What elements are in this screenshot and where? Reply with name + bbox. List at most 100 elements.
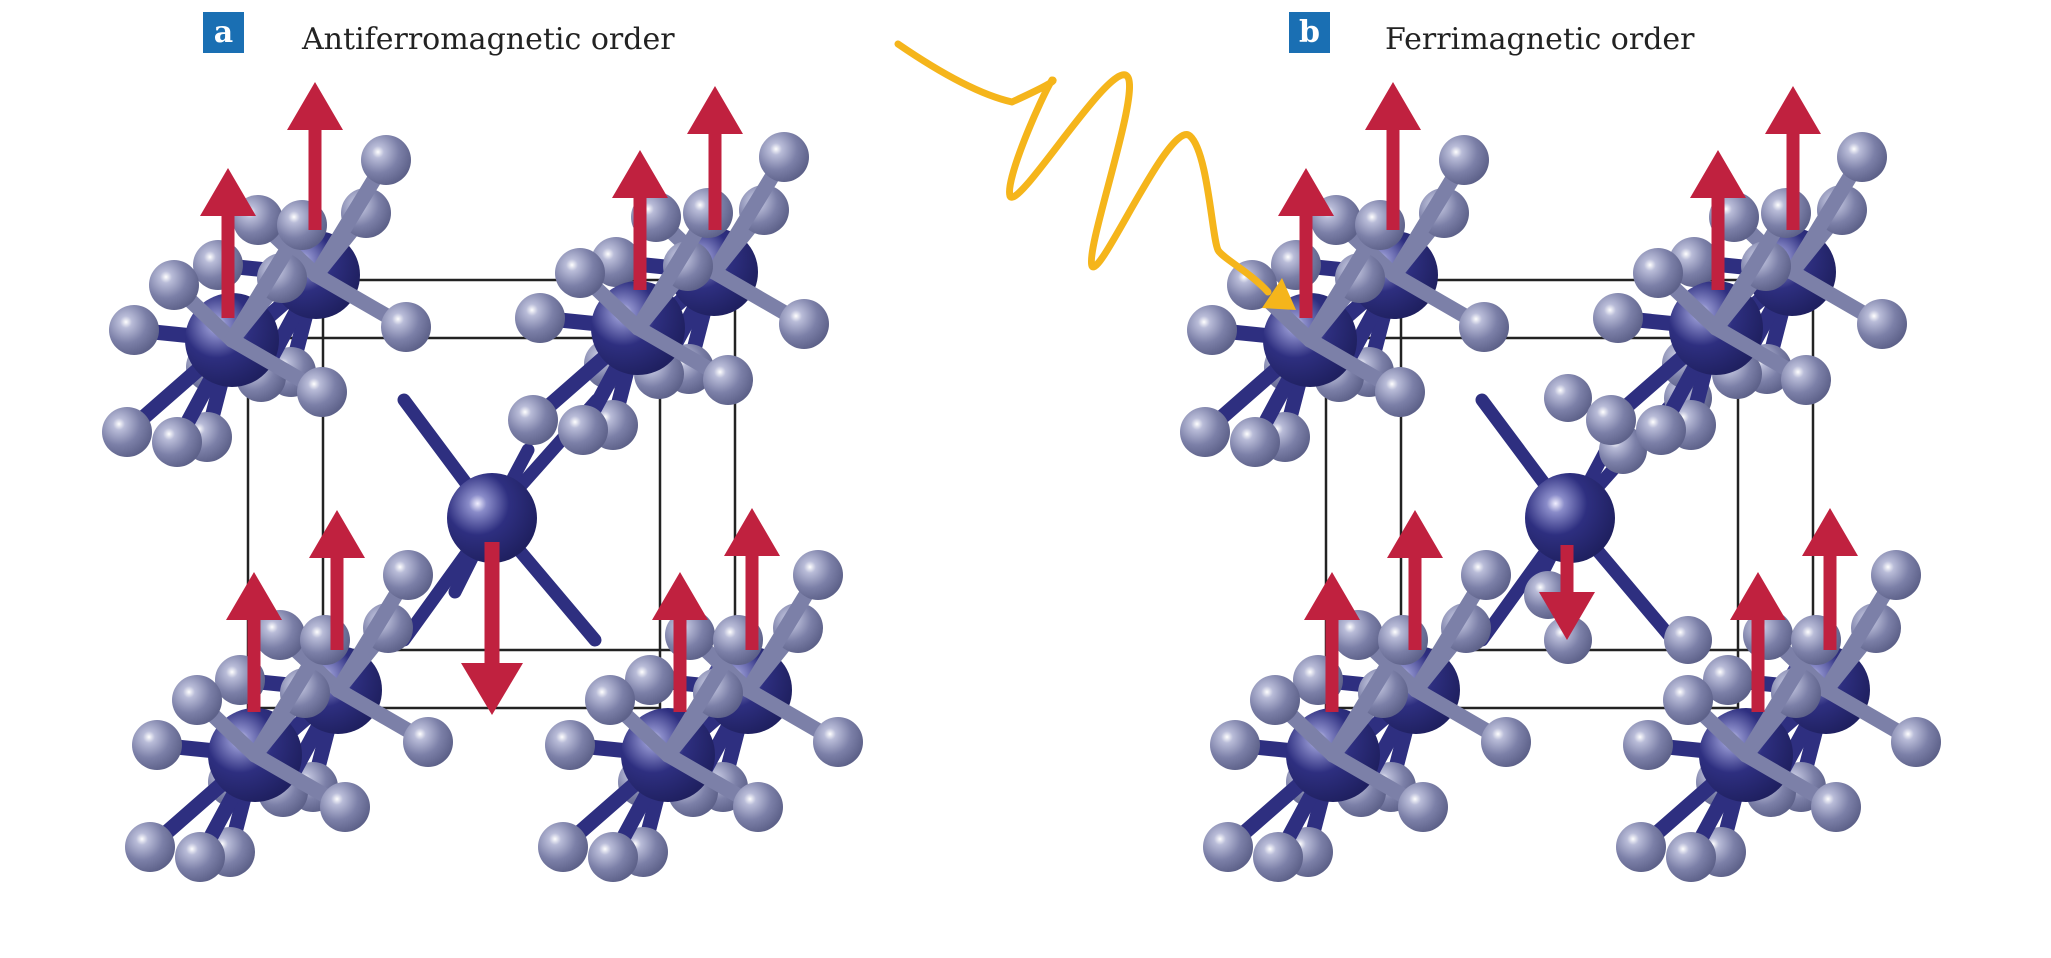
ligand-atom [297,367,347,417]
ligand-atom [381,302,431,352]
light-pulse-wave [894,40,1272,296]
ligand-atom [1544,374,1592,422]
ligand-atom [1180,407,1230,457]
spin-up-arrow-head [652,572,708,620]
ligand-atom [683,188,733,238]
ligand-atom [703,355,753,405]
ligand-atom [1271,240,1321,290]
ligand-atom [1837,132,1887,182]
ligand-atom [1781,355,1831,405]
spin-up-arrow-head [1365,82,1421,130]
ligand-atom [1811,782,1861,832]
spin-down-arrow-head [461,663,523,715]
spin-up-arrow-head [724,508,780,556]
unit-cell-front [1399,278,1815,652]
ligand-atom [538,822,588,872]
ligand-atom [1623,720,1673,770]
ligand-atom [403,717,453,767]
ligand-atom [1230,417,1280,467]
metal-atom [1525,473,1615,563]
spin-up-arrow-head [287,82,343,130]
ligand-atom [102,407,152,457]
spin-up-arrow-head [1304,572,1360,620]
ligand-atom [1250,675,1300,725]
ligand-atom [109,305,159,355]
panel-b-label: b [1289,12,1330,53]
ligand-atom [733,782,783,832]
ligand-atom [1593,293,1643,343]
ligand-atom [1703,655,1753,705]
ligand-atom [1398,782,1448,832]
ligand-atom [1227,260,1277,310]
panel-a-label: a [203,12,244,53]
spin-up-arrow-head [226,572,282,620]
ligand-atom [1633,248,1683,298]
ligand-atom [1664,616,1712,664]
ligand-atom [508,395,558,445]
ligand-atom [152,417,202,467]
ligand-atom [361,135,411,185]
light-pulse-arrow-head [1262,278,1296,310]
ligand-atom [1666,832,1716,882]
ligand-atom [813,717,863,767]
ligand-atom [1333,610,1383,660]
spin-up-arrow-head [612,150,668,198]
ligand-atom [383,550,433,600]
ligand-atom [1636,405,1686,455]
ligand-atom [1761,188,1811,238]
light-pulse-arrow-icon [894,40,1296,310]
spin-up-arrow-head [200,168,256,216]
ligand-atom [1459,302,1509,352]
ligand-atom [793,550,843,600]
ligand-atom [1253,832,1303,882]
ligand-atom [1586,395,1636,445]
ligand-atom [125,822,175,872]
ligand-atom [132,720,182,770]
unit-cell-back [246,336,662,710]
ligand-atom [1891,717,1941,767]
panel-b-title: Ferrimagnetic order [1385,22,1695,57]
ligand-atom [320,782,370,832]
ligand-atom [759,132,809,182]
spin-up-arrow-head [309,510,365,558]
unit-cell-back [1324,336,1740,710]
ligand-atom [1857,299,1907,349]
ligand-atom [588,832,638,882]
ligand-atom [1461,550,1511,600]
ligand-atom [1481,717,1531,767]
ligand-atom [1439,135,1489,185]
ligand-atom [255,610,305,660]
ligand-atom [1871,550,1921,600]
ligand-atom [545,720,595,770]
ligand-atom [625,655,675,705]
ligand-atom [555,248,605,298]
ligand-atom [1663,675,1713,725]
spin-up-arrow-head [1730,572,1786,620]
spin-up-arrow-head [1802,508,1858,556]
spin-up-arrow-head [1765,86,1821,134]
panel-a-title: Antiferromagnetic order [302,22,675,57]
ligand-atom [1203,822,1253,872]
metal-atom [447,473,537,563]
ligand-atom [1616,822,1666,872]
spin-down-arrow-head [1539,592,1595,640]
spin-up-arrow-head [1690,150,1746,198]
ligand-atom [1187,305,1237,355]
ligand-atom [175,832,225,882]
panel-b-crystal [1180,82,1941,882]
ligand-atom [1544,616,1592,664]
unit-cell-front [321,278,737,652]
spin-up-arrow-head [1278,168,1334,216]
spin-up-arrow-head [687,86,743,134]
ligand-atom [149,260,199,310]
ligand-atom [515,293,565,343]
ligand-atom [585,675,635,725]
panel-a-crystal [102,82,863,882]
ligand-atom [558,405,608,455]
ligand-atom [193,240,243,290]
spin-up-arrow-head [1387,510,1443,558]
ligand-atom [779,299,829,349]
ligand-atom [1210,720,1260,770]
ligand-atom [1375,367,1425,417]
